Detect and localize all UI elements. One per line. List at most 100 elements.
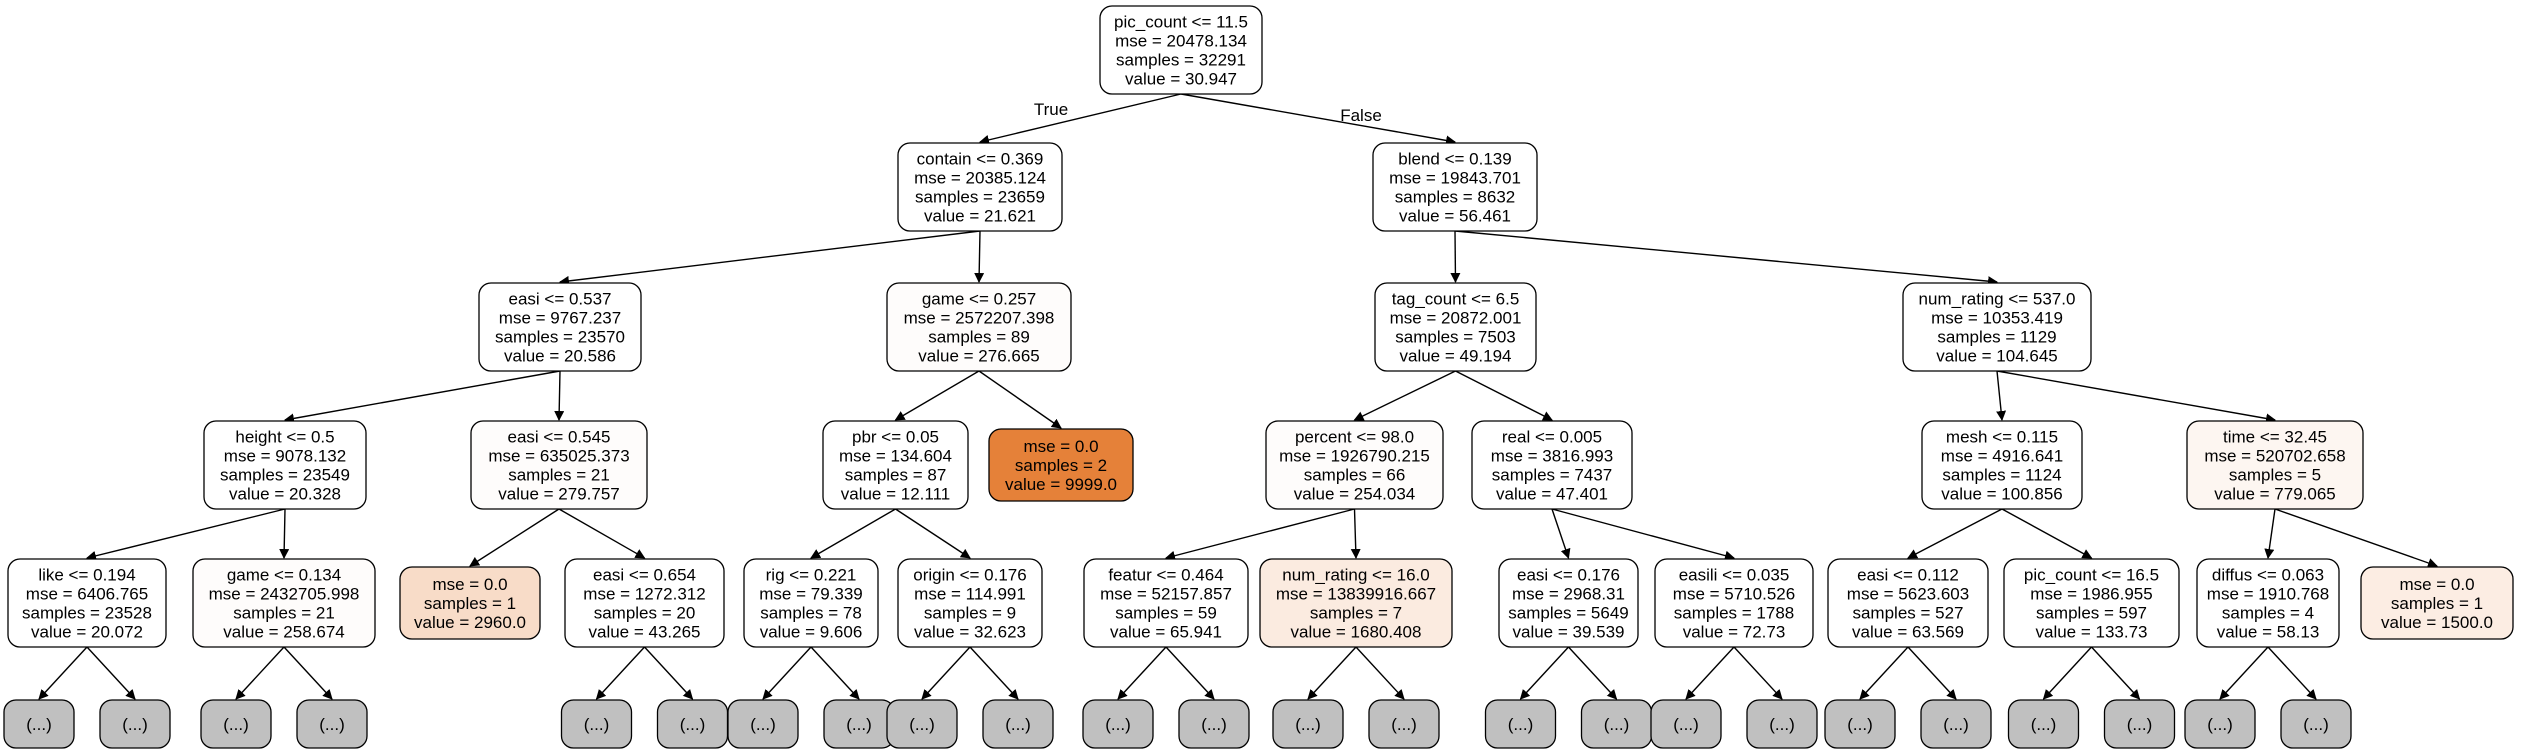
tree-node-line: value = 279.757	[498, 485, 619, 504]
tree-node-line: samples = 9	[924, 604, 1016, 623]
truncated-node: (...)	[2280, 699, 2352, 749]
tree-edge	[86, 646, 136, 700]
tree-node-line: samples = 66	[1304, 466, 1406, 485]
truncated-node-label: (...)	[846, 715, 872, 734]
tree-node-box	[192, 558, 376, 648]
tree-edge	[2267, 646, 2317, 700]
tree-edge	[1355, 646, 1405, 700]
truncated-node-label: (...)	[1391, 715, 1417, 734]
tree-node-line: origin <= 0.176	[913, 566, 1026, 585]
tree-node-line: samples = 5	[2229, 466, 2321, 485]
truncated-node-box	[1082, 699, 1154, 749]
truncated-node-label: (...)	[1508, 715, 1534, 734]
tree-node-line: value = 47.401	[1496, 485, 1608, 504]
truncated-node-label: (...)	[584, 715, 610, 734]
truncated-node-label: (...)	[1295, 715, 1321, 734]
tree-node-line: mse = 1986.955	[2030, 585, 2152, 604]
tree-node-line: samples = 597	[2036, 604, 2147, 623]
tree-node-line: tag_count <= 6.5	[1392, 290, 1520, 309]
tree-node-line: mesh <= 0.115	[1946, 428, 2058, 447]
tree-node-box	[988, 428, 1134, 502]
tree-node-box	[1498, 558, 1639, 648]
tree-edge	[2042, 646, 2093, 700]
tree-node-line: mse = 5623.603	[1847, 585, 1969, 604]
tree-edge	[1165, 508, 1355, 561]
truncated-node-label: (...)	[680, 715, 706, 734]
tree-node-line: value = 21.621	[924, 207, 1036, 226]
tree-node-line: samples = 23528	[22, 604, 152, 623]
truncated-node-box	[1484, 699, 1557, 749]
tree-edge	[1455, 370, 1553, 421]
tree-edge	[969, 646, 1019, 700]
tree-node-line: easi <= 0.654	[593, 566, 696, 585]
tree-edge	[1551, 508, 1735, 561]
truncated-node: (...)	[982, 699, 1054, 749]
tree-edge	[1165, 646, 1215, 700]
tree-node-line: mse = 13839916.667	[1276, 585, 1436, 604]
tree-node-line: samples = 7437	[1492, 466, 1613, 485]
tree-node-line: samples = 21	[233, 604, 335, 623]
tree-node-line: mse = 134.604	[839, 447, 952, 466]
tree-node-line: value = 133.73	[2035, 623, 2147, 642]
tree-node-line: easi <= 0.545	[507, 428, 610, 447]
tree-node-box	[1083, 558, 1249, 648]
tree-node-line: samples = 20	[594, 604, 696, 623]
tree-node-box	[399, 566, 541, 640]
tree-node-line: value = 56.461	[1399, 207, 1511, 226]
tree-edge	[1454, 230, 1998, 287]
truncated-node-box	[2007, 699, 2080, 749]
tree-node-line: easi <= 0.537	[508, 290, 611, 309]
truncated-node: (...)	[1650, 699, 1722, 749]
tree-edge	[279, 508, 290, 559]
tree-node-box	[2186, 420, 2364, 510]
tree-edge	[762, 646, 812, 700]
truncated-node-box	[1824, 699, 1896, 749]
tree-node-line: rig <= 0.221	[766, 566, 857, 585]
tree-edge	[559, 230, 981, 286]
tree-node-line: samples = 8632	[1395, 188, 1516, 207]
tree-edge	[595, 646, 646, 700]
tree-node-line: value = 43.265	[588, 623, 700, 642]
false-edge-label: False	[1340, 106, 1382, 125]
tree-node-line: mse = 79.339	[759, 585, 863, 604]
truncated-node-label: (...)	[909, 715, 935, 734]
truncated-node-box	[727, 699, 799, 749]
tree-node-line: mse = 9078.132	[224, 447, 346, 466]
tree-node-line: samples = 21	[508, 466, 610, 485]
truncated-node-box	[1920, 699, 1992, 749]
truncated-node: (...)	[1082, 699, 1154, 749]
tree-node-line: value = 254.034	[1294, 485, 1415, 504]
tree-node-line: easi <= 0.176	[1517, 566, 1620, 585]
truncated-node-box	[560, 699, 633, 749]
tree-node-line: game <= 0.134	[227, 566, 341, 585]
tree-node-line: value = 2960.0	[414, 613, 526, 632]
tree-node-box	[1265, 420, 1444, 510]
tree-edge	[979, 93, 1182, 145]
tree-node-box	[1902, 282, 2092, 372]
tree-node-line: value = 104.645	[1936, 347, 2057, 366]
tree-node-line: num_rating <= 537.0	[1919, 290, 2076, 309]
tree-node-line: blend <= 0.139	[1398, 150, 1511, 169]
tree-node-line: contain <= 0.369	[917, 150, 1044, 169]
truncated-node-label: (...)	[1105, 715, 1131, 734]
tree-node-line: mse = 0.0	[2399, 575, 2474, 594]
tree-node-box	[2196, 558, 2340, 648]
truncated-node-box	[1272, 699, 1344, 749]
truncated-node-box	[2184, 699, 2256, 749]
tree-node-box	[2360, 566, 2514, 640]
tree-node-line: samples = 1124	[1942, 466, 2061, 485]
tree-node-line: mse = 9767.237	[499, 309, 621, 328]
tree-edge	[1996, 370, 2007, 421]
tree-node-line: samples = 59	[1115, 604, 1217, 623]
